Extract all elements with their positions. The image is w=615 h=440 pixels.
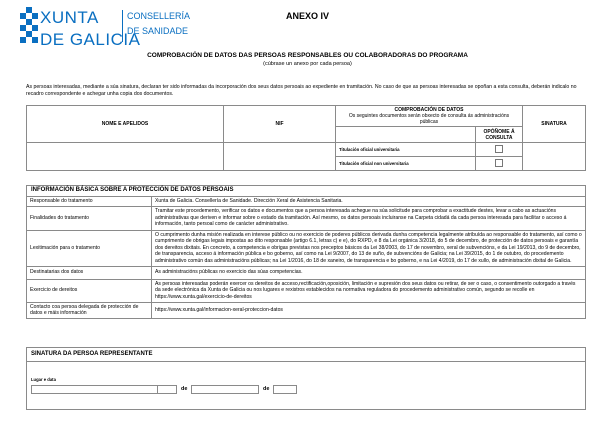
data-protection-title: INFORMACIÓN BÁSICA SOBRE A PROTECCIÓN DE… (31, 187, 234, 193)
row-value[interactable]: https://www.xunta.gal/informacion-xeral-… (151, 301, 586, 319)
row-label: Contacto coa persoa delegada de protecci… (26, 301, 152, 319)
signature-cell[interactable] (522, 142, 586, 171)
de-separator-2: de (263, 386, 270, 392)
verification-table: NOME E APELIDOS NIF COMPROBACIÓN DE DATO… (26, 105, 586, 171)
intro-text: As persoas interesadas, mediante a súa s… (26, 84, 577, 97)
row-value: As administracións públicas no exercicio… (151, 265, 586, 280)
row-label: Lexitimación para o tratamento (26, 229, 152, 267)
department-line2: DE SANIDADE (127, 26, 189, 36)
signature-title: SINATURA DA PERSOA REPRESENTANTE (31, 351, 153, 357)
document-title: COMPROBACIÓN DE DATOS DAS PERSOAS RESPON… (147, 52, 468, 59)
col-check-title: COMPROBACIÓN DE DATOS (394, 107, 464, 113)
row-label: Responsable do tratamento (26, 196, 152, 207)
logo-divider (122, 10, 123, 42)
row-label: Exercicio de dereitos (26, 278, 152, 303)
xunta-emblem-icon (20, 7, 38, 43)
de-separator-1: de (181, 386, 188, 392)
row-label: Finalidades do tratamento (26, 205, 152, 231)
col-signature-header: SINATURA (522, 105, 586, 143)
document-label: Titulación oficial universitaria (335, 142, 476, 157)
table-row: Lexitimación para o tratamento O cumprim… (26, 229, 586, 267)
table-row: Responsable do tratamento Xunta de Galic… (26, 196, 586, 207)
col-nif-header: NIF (223, 105, 336, 143)
col-document-spacer (335, 126, 476, 143)
year-field[interactable] (273, 385, 297, 394)
table-row: Titulación oficial universitaria (26, 142, 586, 171)
logo (20, 7, 190, 57)
row-value: O cumprimento dunha misión realizada en … (151, 229, 586, 267)
row-value: Tramitar este procedemento, verificar os… (151, 205, 586, 231)
row-value: As persoas interesadas poderán exercer o… (151, 278, 586, 303)
row-label: Destinatarias dos datos (26, 265, 152, 280)
annex-label: ANEXO IV (285, 11, 329, 21)
col-check-desc: Os seguintes documentos serán obxecto de… (348, 113, 510, 125)
table-row: Finalidades do tratamento Tramitar este … (26, 205, 586, 231)
document-label: Titulación oficial non universitaria (335, 156, 476, 171)
table-row: Exercicio de dereitos As persoas interes… (26, 278, 586, 303)
divider (26, 361, 586, 362)
table-row: Destinatarias dos datos As administració… (26, 265, 586, 280)
oppose-checkbox[interactable] (495, 158, 503, 167)
data-protection-table: Responsable do tratamento Xunta de Galic… (26, 196, 586, 319)
department-line1: CONSELLERÍA (127, 11, 191, 21)
logo-text-line2: DE GALICIA (40, 30, 141, 49)
col-check-header: COMPROBACIÓN DE DATOS Os seguintes docum… (335, 105, 523, 127)
signature-section: SINATURA DA PERSOA REPRESENTANTE Lugar e… (26, 347, 586, 410)
oppose-checkbox[interactable] (495, 144, 503, 153)
day-field[interactable] (157, 385, 177, 394)
document-subtitle: (cúbrase un anexo por cada persoa) (263, 61, 352, 67)
place-date-label: Lugar e data (31, 377, 56, 382)
row-value: Xunta de Galicia. Consellería de Sanidad… (151, 196, 586, 207)
data-protection-header: INFORMACIÓN BÁSICA SOBRE A PROTECCIÓN DE… (26, 185, 586, 197)
month-field[interactable] (191, 385, 259, 394)
name-cell[interactable] (26, 142, 224, 171)
place-field[interactable] (31, 385, 169, 394)
table-row: Contacto coa persoa delegada de protecci… (26, 301, 586, 319)
table-row: Titulación oficial non universitaria (27, 156, 586, 171)
nif-cell[interactable] (223, 142, 336, 171)
logo-text-line1: XUNTA (40, 8, 99, 27)
col-name-header: NOME E APELIDOS (26, 105, 224, 143)
col-oppose-header: OPÓÑOME Á CONSULTA (475, 126, 523, 143)
